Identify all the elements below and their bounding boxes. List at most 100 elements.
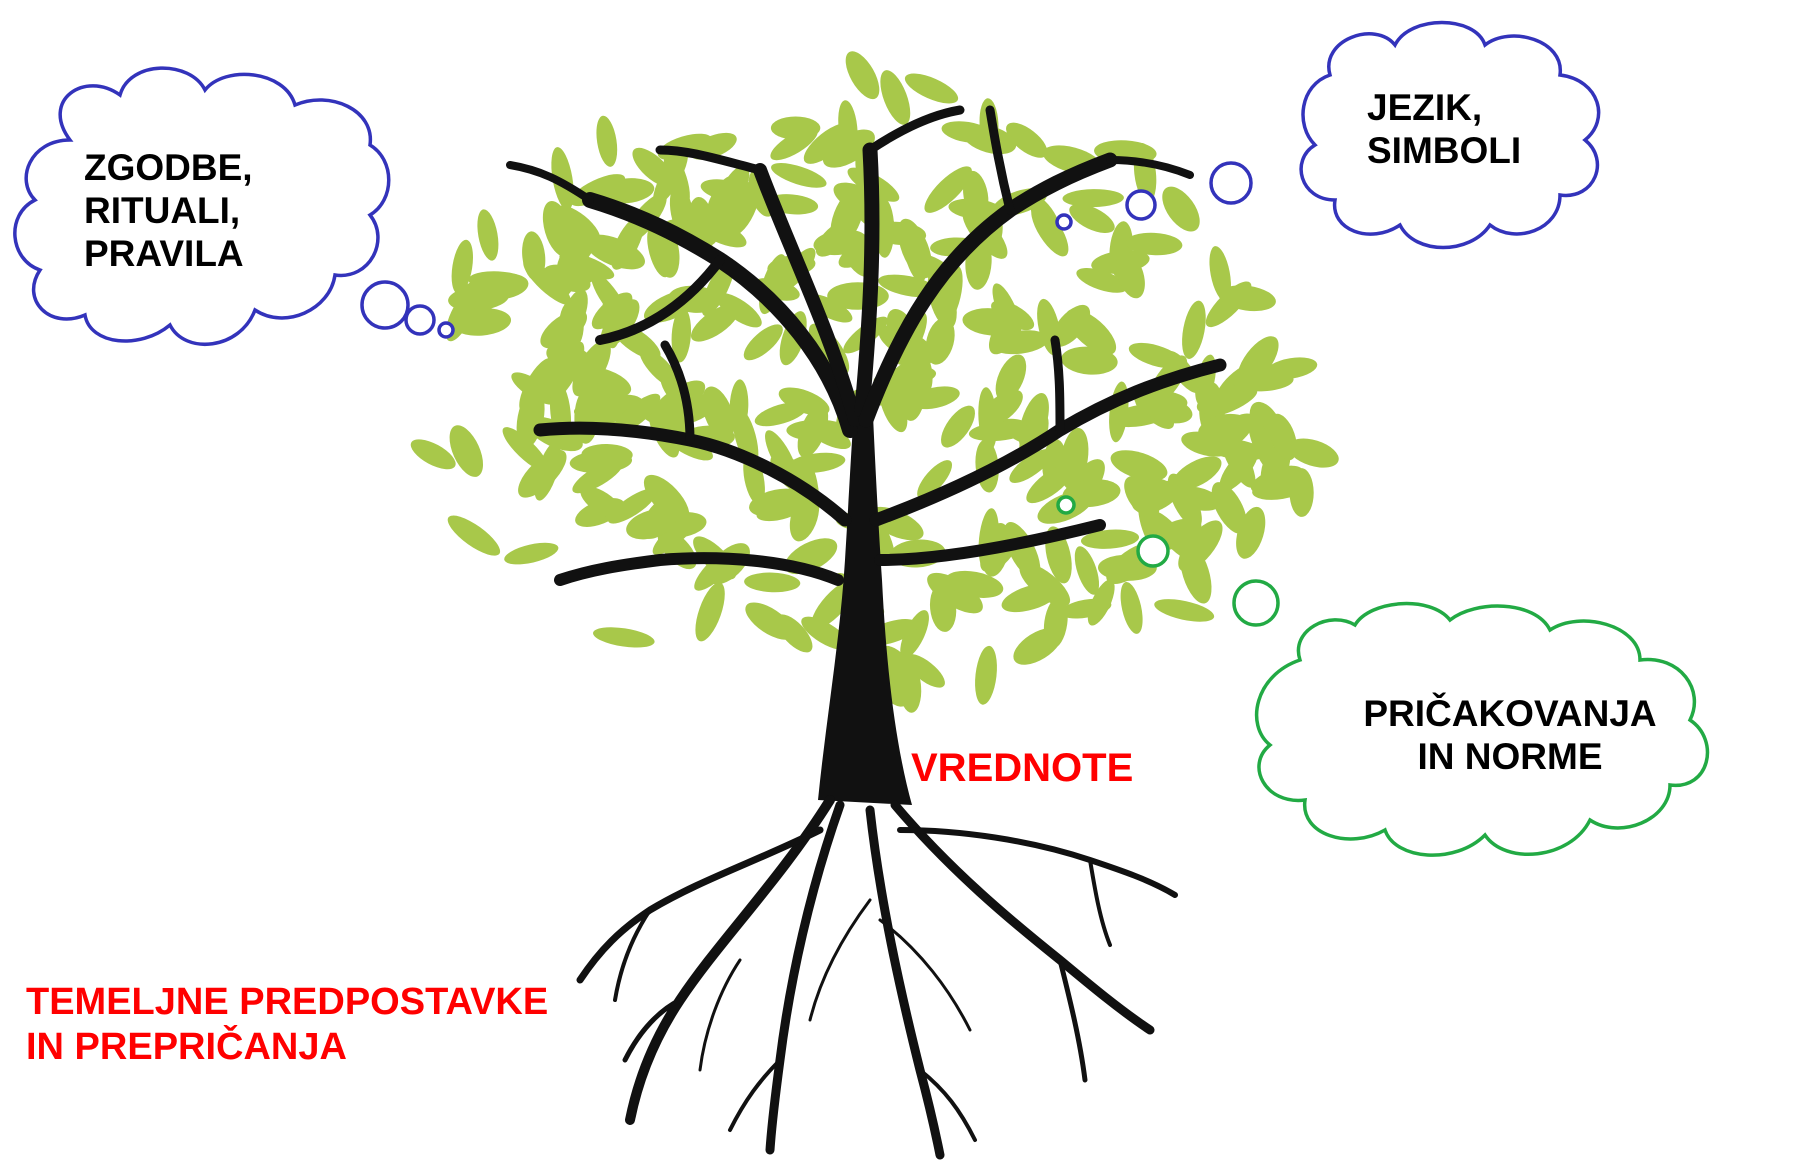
leaf xyxy=(1080,529,1140,549)
leaf xyxy=(461,274,518,302)
leaf xyxy=(899,362,926,421)
leaf xyxy=(447,515,501,556)
leaf xyxy=(905,653,945,688)
leaf xyxy=(639,347,680,389)
leaf xyxy=(1004,522,1041,579)
thought-bubble-dot-icon xyxy=(1055,213,1073,231)
leaf xyxy=(1178,520,1223,572)
leaf xyxy=(596,115,618,167)
leaf xyxy=(929,583,957,632)
leaf xyxy=(522,231,546,281)
thought-bubble-dot-icon xyxy=(1125,189,1157,221)
thought-bubble-dot-icon xyxy=(1136,534,1170,568)
leaf xyxy=(995,354,1027,402)
leaf xyxy=(1006,122,1048,158)
leaf xyxy=(1182,300,1206,359)
leaf xyxy=(1211,482,1247,534)
leaf xyxy=(1060,598,1112,619)
leaf xyxy=(1232,370,1294,392)
leaf xyxy=(1074,546,1100,595)
leaf xyxy=(410,439,456,470)
leaf xyxy=(1162,186,1200,232)
thought-bubble-dot-icon xyxy=(404,304,436,336)
label-assumptions: TEMELJNE PREDPOSTAVKE IN PREPRIČANJA xyxy=(26,981,549,1068)
leaf xyxy=(695,582,725,642)
leaf xyxy=(690,215,747,248)
leaf xyxy=(653,149,688,206)
leaf xyxy=(945,570,1004,598)
leaf xyxy=(1120,581,1143,634)
leaf xyxy=(599,178,655,204)
leaf xyxy=(941,121,993,143)
leaf xyxy=(1142,396,1193,424)
leaf xyxy=(927,572,983,614)
leaf xyxy=(591,272,629,324)
leaf xyxy=(771,163,827,188)
leaf xyxy=(1288,438,1339,468)
leaf xyxy=(1252,475,1311,500)
leaf xyxy=(593,627,655,648)
leaf xyxy=(880,70,911,125)
leaf xyxy=(991,330,1049,355)
leaf xyxy=(917,460,953,499)
leaf xyxy=(671,307,692,363)
leaf xyxy=(770,116,821,140)
leaf xyxy=(898,662,922,713)
leaf xyxy=(1116,251,1145,299)
leaf xyxy=(1043,596,1068,649)
leaf xyxy=(511,372,557,405)
leaf xyxy=(534,441,561,501)
leaf xyxy=(502,427,549,472)
leaf xyxy=(558,245,581,297)
leaf xyxy=(1065,309,1117,355)
thought-bubble-dot-icon xyxy=(1056,495,1076,515)
leaf xyxy=(845,51,880,100)
leaf xyxy=(576,386,610,429)
leaf xyxy=(813,229,867,256)
leaf xyxy=(797,404,829,458)
leaf xyxy=(549,341,585,400)
label-values: VREDNOTE xyxy=(911,746,1134,790)
leaf xyxy=(838,100,858,154)
leaf xyxy=(449,425,484,477)
leaf xyxy=(718,165,750,212)
leaf xyxy=(904,73,959,104)
thought-cloud-language-icon xyxy=(1299,20,1601,250)
leaf xyxy=(789,491,820,542)
leaf xyxy=(643,474,690,523)
leaf xyxy=(754,401,808,427)
cloud-label-expectations: PRIČAKOVANJA IN NORME xyxy=(1363,693,1657,777)
leaf xyxy=(1219,445,1259,492)
leaf xyxy=(1069,203,1115,234)
leaf xyxy=(1131,480,1180,513)
leaf xyxy=(1198,413,1248,442)
leaf xyxy=(647,225,671,278)
leaf xyxy=(1154,599,1215,622)
leaf xyxy=(788,452,846,474)
leaf xyxy=(1218,285,1276,312)
cloud-label-language: JEZIK, SIMBOLI xyxy=(1367,87,1522,171)
leaf xyxy=(569,450,633,474)
thought-bubble-dot-icon xyxy=(360,280,410,330)
leaf xyxy=(1062,189,1124,208)
tree-roots xyxy=(576,795,1178,1160)
thought-bubble-dot-icon xyxy=(1209,161,1253,205)
leaf xyxy=(732,406,759,468)
leaf xyxy=(561,289,588,336)
leaf xyxy=(775,614,813,653)
tree-trunk xyxy=(818,390,912,805)
leaf xyxy=(477,209,499,261)
leaf xyxy=(1196,388,1245,415)
leaf xyxy=(1076,268,1128,293)
leaf xyxy=(1125,232,1183,256)
leaf xyxy=(962,170,989,220)
leaf xyxy=(691,303,740,342)
cloud-label-stories: ZGODBE, RITUALI, PRAVILA xyxy=(84,147,253,274)
leaf xyxy=(1236,506,1266,559)
leaf xyxy=(1171,486,1222,511)
leaf xyxy=(572,340,611,397)
leaf xyxy=(580,486,623,519)
thought-bubble-dot-icon xyxy=(437,321,455,339)
leaf xyxy=(1209,246,1231,301)
